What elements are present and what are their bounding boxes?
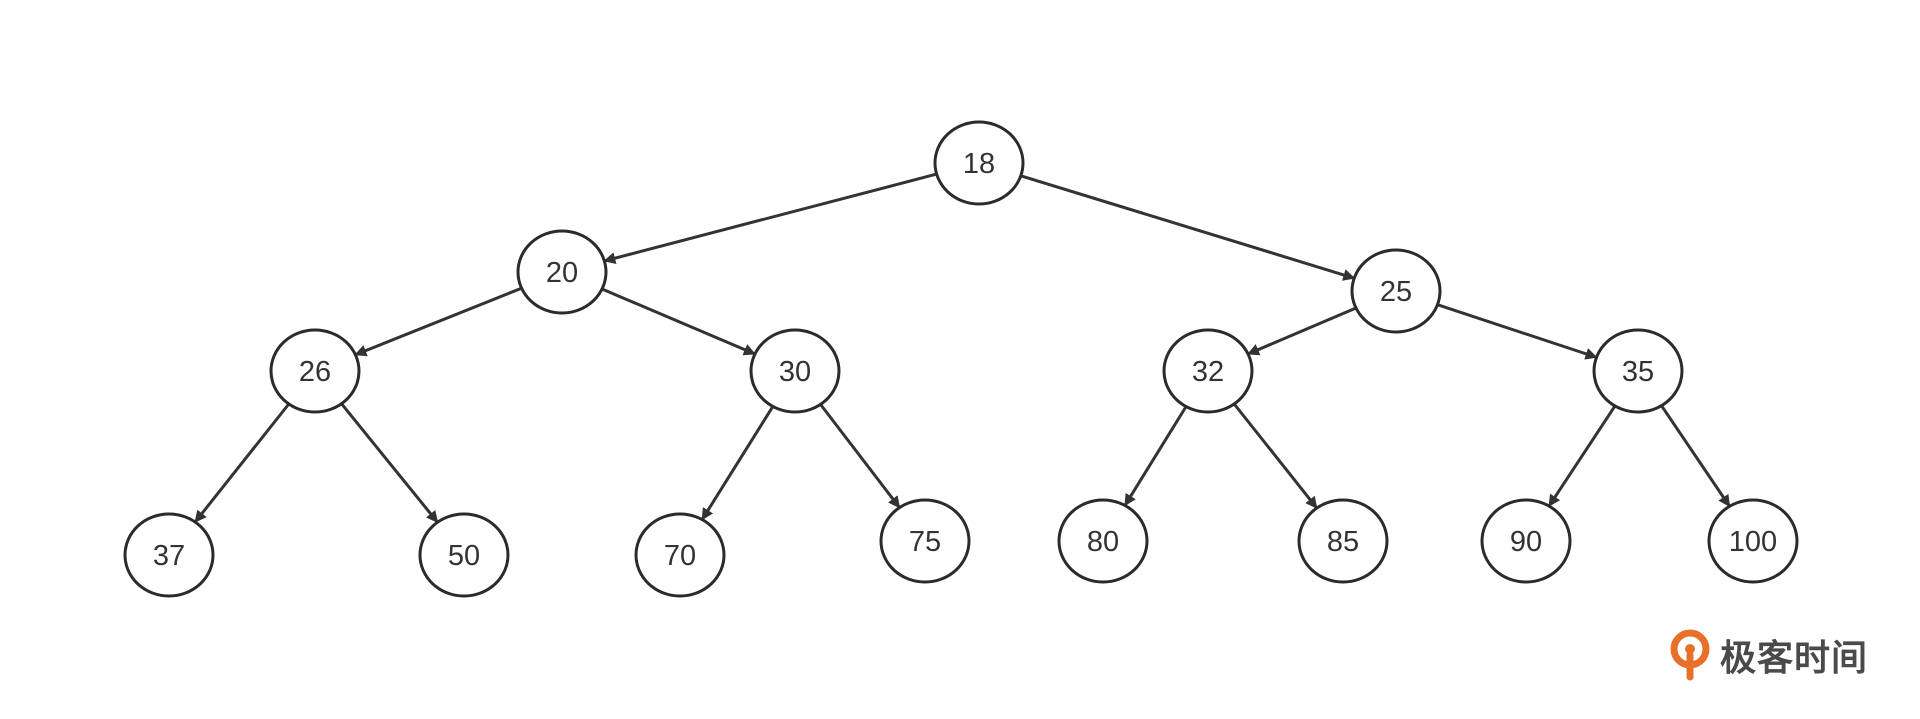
node-label: 35	[1622, 356, 1654, 388]
edge-20-to-26	[354, 286, 523, 357]
tree-node-25: 25	[1350, 248, 1442, 334]
edge-20-to-30	[601, 287, 756, 356]
node-label: 30	[779, 356, 811, 388]
node-circle	[123, 512, 215, 598]
tree-node-50: 50	[418, 512, 510, 598]
node-circle	[879, 498, 971, 584]
node-label: 37	[153, 540, 185, 572]
edge-18-to-25	[1020, 174, 1356, 281]
node-label: 85	[1327, 526, 1359, 558]
edge-32-to-85	[1233, 403, 1318, 509]
node-circle	[516, 229, 608, 315]
node-label: 80	[1087, 526, 1119, 558]
tree-node-100: 100	[1707, 498, 1799, 584]
node-label: 18	[963, 148, 995, 180]
tree-node-18: 18	[933, 120, 1025, 206]
brand-watermark: 极客时间	[1668, 625, 1868, 685]
edge-32-to-80	[1124, 405, 1188, 507]
edge-26-to-50	[340, 402, 439, 524]
tree-node-26: 26	[269, 328, 361, 414]
node-circle	[749, 328, 841, 414]
node-label: 70	[664, 540, 696, 572]
node-circle	[269, 328, 361, 414]
node-circle	[1707, 498, 1799, 584]
edge-26-to-37	[194, 403, 290, 523]
node-circle	[933, 120, 1025, 206]
tree-node-85: 85	[1297, 498, 1389, 584]
tree-node-32: 32	[1162, 328, 1254, 414]
node-label: 32	[1192, 356, 1224, 388]
node-circle	[634, 512, 726, 598]
tree-node-37: 37	[123, 512, 215, 598]
node-circle	[1057, 498, 1149, 584]
node-label: 90	[1510, 526, 1542, 558]
tree-node-75: 75	[879, 498, 971, 584]
node-label: 20	[546, 257, 578, 289]
node-circle	[1350, 248, 1442, 334]
tree-node-80: 80	[1057, 498, 1149, 584]
nodes: 18 20 25 26 30 32 35 37 50 70 75 80 85 90 100	[123, 120, 1799, 598]
edge-35-to-100	[1660, 404, 1731, 508]
tree-node-20: 20	[516, 229, 608, 315]
node-label: 75	[909, 526, 941, 558]
tree-node-35: 35	[1592, 328, 1684, 414]
node-circle	[1162, 328, 1254, 414]
edge-30-to-70	[701, 405, 775, 521]
node-label: 100	[1729, 526, 1777, 558]
node-label: 50	[448, 540, 480, 572]
brand-name: 极客时间	[1720, 638, 1869, 679]
edge-30-to-75	[819, 403, 901, 509]
geektime-logo-icon	[1670, 629, 1710, 681]
node-circle	[418, 512, 510, 598]
edge-25-to-32	[1247, 306, 1357, 356]
node-label: 25	[1380, 276, 1412, 308]
node-circle	[1592, 328, 1684, 414]
node-circle	[1297, 498, 1389, 584]
tree-node-30: 30	[749, 328, 841, 414]
edge-18-to-20	[603, 172, 937, 264]
edge-25-to-35	[1437, 303, 1598, 360]
node-circle	[1480, 498, 1572, 584]
edges	[194, 172, 1731, 524]
tree-node-90: 90	[1480, 498, 1572, 584]
node-label: 26	[299, 356, 331, 388]
tree-node-70: 70	[634, 512, 726, 598]
edge-35-to-90	[1548, 405, 1617, 507]
